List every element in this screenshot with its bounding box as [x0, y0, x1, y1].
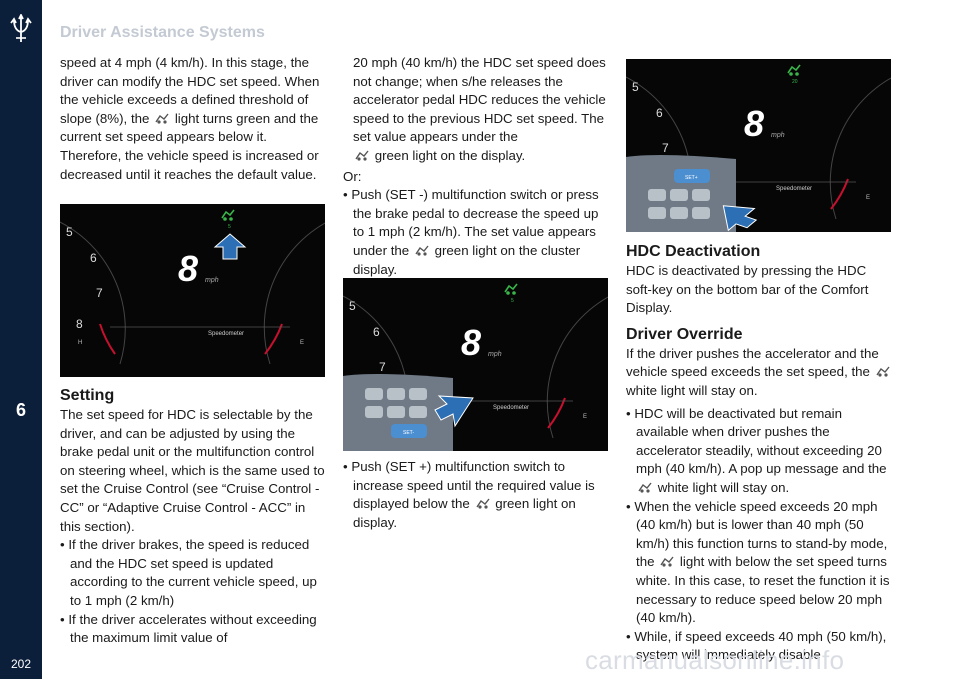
cluster-image-set-plus: 5 6 7 8 mph Speedometer E 20 SET+	[626, 59, 891, 232]
tick-label: 5	[66, 225, 73, 239]
set-speed-label: 5	[228, 224, 231, 230]
hdc-green-light-icon	[787, 64, 801, 76]
cluster-image-set-minus: 5 6 7 8 mph Speedometer E 5 SET-	[343, 278, 608, 451]
column-2-lower: Push (SET +) multifunction switch to inc…	[343, 458, 611, 532]
speed-unit: mph	[205, 277, 219, 284]
hdc-icon	[638, 481, 652, 493]
set-speed-label: 20	[792, 79, 798, 85]
arrow-icon	[722, 205, 758, 232]
trident-logo-icon	[10, 14, 32, 42]
digital-speed: 8	[744, 103, 764, 144]
tick-label: 6	[656, 106, 663, 120]
arrow-up-icon	[213, 233, 247, 260]
arrow-icon	[434, 395, 474, 428]
speedometer-label: Speedometer	[208, 331, 244, 337]
bullet-item: When the vehicle speed exceeds 20 mph (4…	[626, 498, 894, 628]
tick-label: 5	[349, 299, 356, 313]
hdc-icon	[355, 149, 369, 161]
or-text: Or:	[343, 168, 362, 184]
tick-label: 7	[662, 141, 669, 155]
bullet-item: If the driver accelerates without exceed…	[60, 611, 328, 648]
hdc-icon	[415, 244, 429, 256]
paragraph: If the driver pushes the accelerator and…	[626, 345, 894, 401]
tick-label: 7	[96, 286, 103, 300]
column-1-lower: Setting The set speed for HDC is selecta…	[60, 386, 328, 648]
bullet-item: Push (SET +) multifunction switch to inc…	[343, 458, 611, 532]
speed-unit: mph	[771, 132, 785, 139]
chapter-number: 6	[15, 400, 26, 420]
bullet-item: HDC will be deactivated but remain avail…	[626, 405, 894, 498]
speedometer-label: Speedometer	[776, 186, 812, 192]
hdc-icon	[475, 497, 490, 509]
driver-override-heading: Driver Override	[626, 325, 743, 343]
paragraph: The set speed for HDC is selectable by t…	[60, 407, 325, 534]
steering-wheel-switch-panel: SET-	[343, 374, 453, 451]
bullet-item: If the driver brakes, the speed is reduc…	[60, 536, 328, 610]
tick-label: 5	[632, 80, 639, 94]
hdc-icon	[660, 555, 674, 567]
speed-unit: mph	[488, 351, 502, 358]
set-speed-label: 5	[511, 298, 514, 304]
page-number: 202	[10, 657, 32, 671]
fuel-e: E	[300, 340, 304, 346]
hdc-green-light-icon	[221, 209, 235, 221]
hdc-icon	[155, 112, 169, 124]
sidebar: 6 202	[0, 0, 42, 679]
paragraph: HDC is deactivated by pressing the HDC s…	[626, 263, 869, 316]
set-plus-label: SET+	[685, 175, 698, 181]
hdc-deactivation-heading: HDC Deactivation	[626, 243, 761, 260]
setting-heading: Setting	[60, 387, 115, 404]
speedometer-label: Speedometer	[493, 405, 529, 411]
column-2: 20 mph (40 km/h) the HDC set speed does …	[343, 54, 611, 279]
bullet-item: While, if speed exceeds 40 mph (50 km/h)…	[626, 628, 894, 665]
column-1: speed at 4 mph (4 km/h). In this stage, …	[60, 54, 328, 184]
fuel-e: E	[583, 414, 587, 420]
fuel-h: H	[78, 340, 82, 346]
section-title: Driver Assistance Systems	[60, 24, 265, 41]
hdc-green-light-icon	[504, 283, 518, 295]
steering-wheel-switch-panel: SET+	[626, 155, 736, 232]
cluster-image-hdc-arrow: 5 6 7 8 H E 8 mph Speedometer 5	[60, 204, 325, 377]
tick-label: 7	[379, 360, 386, 374]
column-3: HDC Deactivation HDC is deactivated by p…	[626, 242, 894, 665]
bullet-item: Push (SET -) multifunction switch or pre…	[343, 186, 611, 279]
tick-label: 8	[76, 317, 83, 331]
digital-speed: 8	[461, 322, 481, 363]
tick-label: 6	[90, 251, 97, 265]
set-minus-label: SET-	[403, 430, 414, 436]
fuel-e: E	[866, 195, 870, 201]
hdc-icon	[876, 365, 890, 377]
paragraph: 20 mph (40 km/h) the HDC set speed does …	[353, 55, 606, 163]
watermark: carmanualsonline.info	[585, 645, 845, 675]
tick-label: 6	[373, 325, 380, 339]
paragraph: speed at 4 mph (4 km/h). In this stage, …	[60, 55, 320, 182]
digital-speed: 8	[178, 248, 198, 289]
